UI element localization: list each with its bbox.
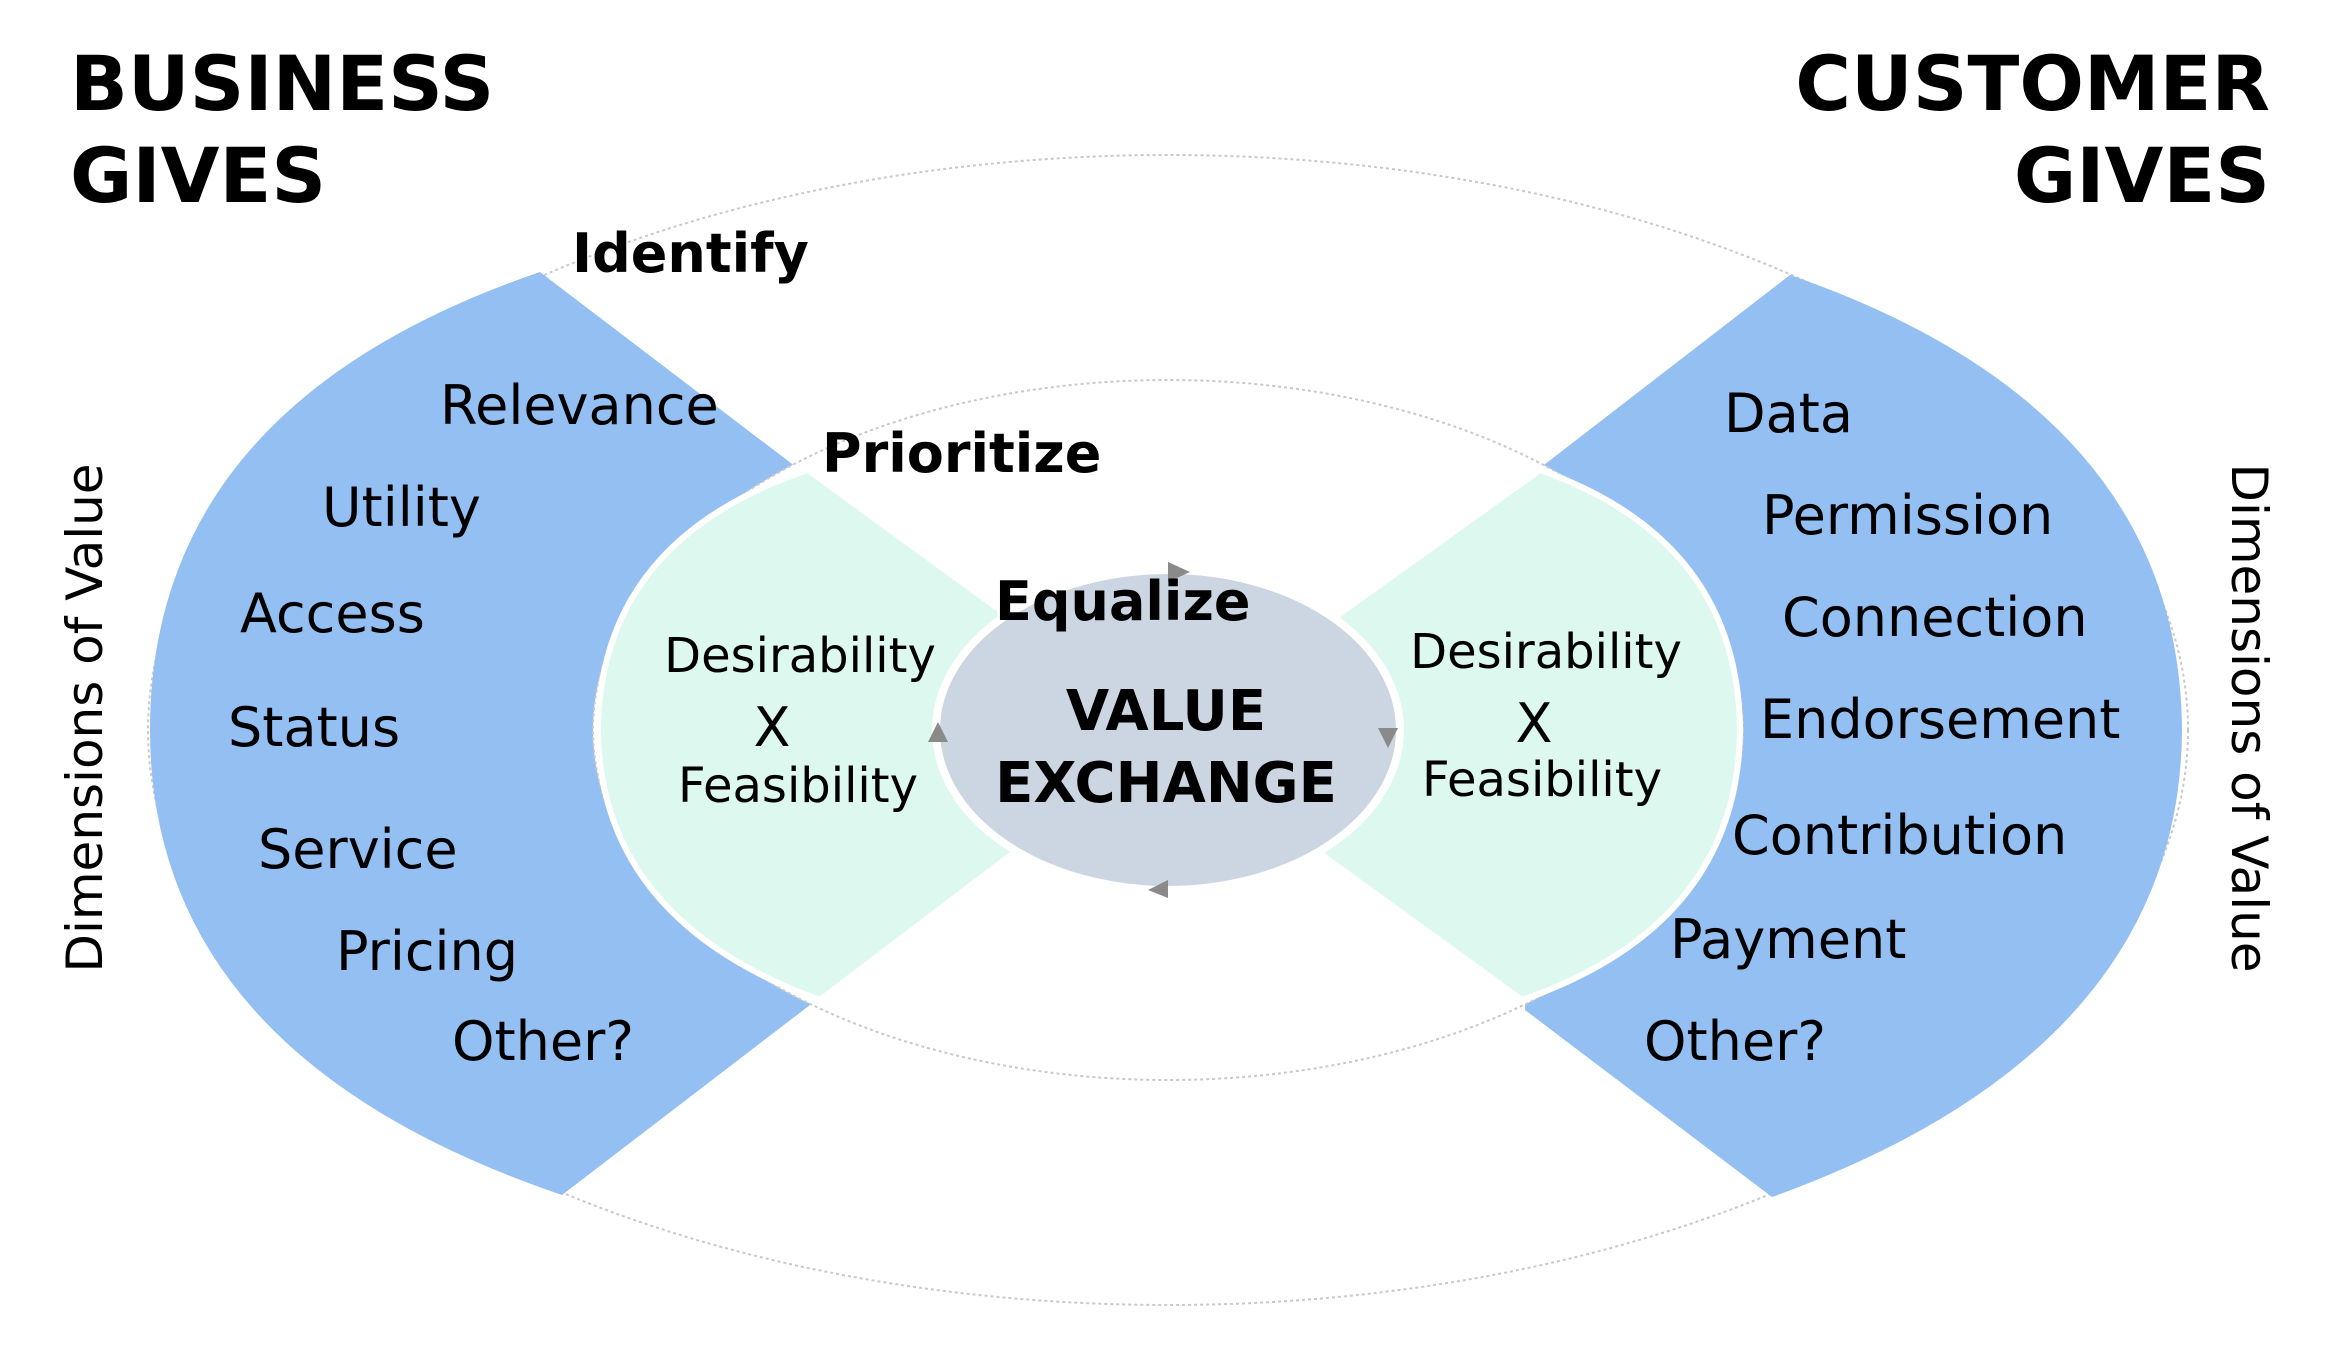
triangle-arrow-icon — [1168, 562, 1190, 582]
center-label-exchange: EXCHANGE — [995, 751, 1337, 816]
center-label-value: VALUE — [1066, 679, 1266, 744]
stage-prioritize: Prioritize — [822, 422, 1101, 485]
business-item-status: Status — [228, 696, 400, 759]
business-heading-line-1: BUSINESS — [70, 39, 494, 128]
stage-equalize: Equalize — [995, 570, 1251, 633]
business-item-pricing: Pricing — [336, 920, 518, 983]
business-outer-wing — [150, 272, 810, 1195]
customer-formula-feasibility: Feasibility — [1422, 752, 1662, 808]
customer-formula-operator: X — [1516, 692, 1553, 755]
customer-inner-wing — [1318, 466, 1744, 1004]
business-item-service: Service — [258, 818, 458, 881]
customer-item-other: Other? — [1644, 1010, 1826, 1073]
customer-outer-wing — [1525, 275, 2182, 1197]
business-formula-desirability: Desirability — [664, 628, 936, 684]
business-item-other: Other? — [452, 1010, 634, 1073]
business-item-relevance: Relevance — [440, 374, 719, 437]
business-item-utility: Utility — [322, 476, 481, 539]
business-inner-wing — [594, 466, 1024, 1004]
customer-item-permission: Permission — [1762, 484, 2053, 547]
right-side-label: Dimensions of Value — [2220, 463, 2278, 972]
customer-formula-desirability: Desirability — [1410, 624, 1682, 680]
customer-heading-line-1: CUSTOMER — [1795, 39, 2270, 128]
customer-item-data: Data — [1724, 382, 1853, 445]
triangle-arrow-icon — [1378, 728, 1398, 748]
triangle-arrow-icon — [1148, 880, 1168, 898]
business-item-access: Access — [240, 582, 425, 645]
business-heading-line-2: GIVES — [70, 131, 326, 220]
customer-item-payment: Payment — [1670, 908, 1906, 971]
customer-item-contribution: Contribution — [1732, 804, 2067, 867]
stage-identify: Identify — [572, 222, 809, 285]
left-side-label: Dimensions of Value — [56, 463, 114, 972]
outer-ring — [147, 154, 2189, 1306]
business-formula-feasibility: Feasibility — [678, 758, 918, 814]
customer-heading-line-2: GIVES — [2014, 131, 2270, 220]
triangle-arrow-icon — [928, 722, 948, 742]
customer-item-endorsement: Endorsement — [1760, 688, 2120, 751]
business-formula-operator: X — [754, 696, 791, 759]
customer-item-connection: Connection — [1782, 586, 2088, 649]
